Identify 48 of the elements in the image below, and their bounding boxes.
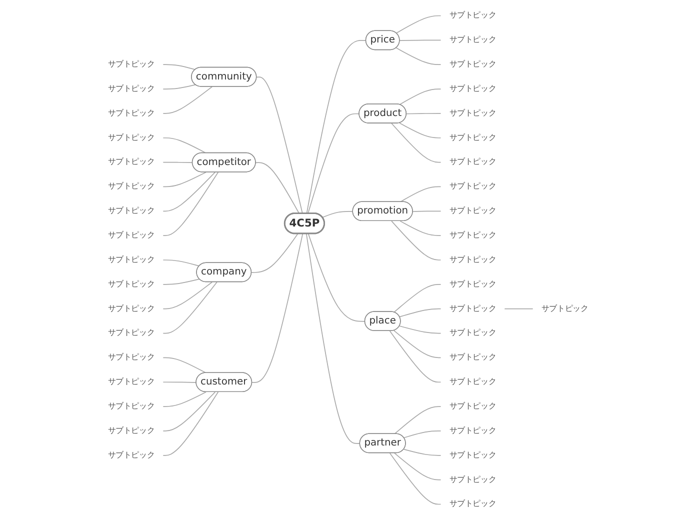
connector: [256, 76, 303, 214]
connector: [412, 210, 442, 212]
connector: [162, 172, 216, 212]
connector: [396, 48, 442, 66]
connector: [306, 233, 360, 444]
connector: [403, 448, 442, 456]
connector: [403, 430, 442, 438]
connector: [391, 122, 442, 163]
connector: [394, 452, 442, 480]
connector: [400, 186, 442, 202]
connector: [308, 113, 360, 214]
connector: [251, 233, 298, 273]
connector: [394, 406, 442, 434]
connector: [308, 233, 366, 322]
connector: [252, 233, 304, 383]
connector: [399, 122, 442, 138]
connector: [389, 452, 442, 505]
connector: [162, 392, 216, 432]
connector: [162, 260, 200, 266]
connector: [394, 284, 442, 313]
connector: [162, 172, 219, 236]
connector: [394, 330, 442, 358]
connector: [162, 357, 206, 374]
connector: [391, 220, 442, 260]
connector: [162, 162, 194, 164]
connector: [162, 278, 200, 285]
connector: [406, 113, 442, 114]
connector: [399, 308, 442, 318]
connector: [322, 210, 354, 218]
connector: [255, 162, 300, 214]
connector: [400, 220, 442, 236]
connector: [399, 40, 442, 41]
connector: [396, 15, 442, 34]
connector: [162, 172, 206, 188]
connector: [162, 64, 196, 70]
connector: [162, 137, 206, 154]
connector: [162, 282, 218, 334]
connector: [504, 308, 534, 310]
connector: [162, 282, 212, 310]
connector: [162, 382, 197, 383]
connector: [389, 330, 442, 383]
connector: [162, 84, 196, 90]
connector: [162, 392, 219, 456]
connector: [399, 88, 442, 106]
connector: [399, 326, 442, 334]
connector: [306, 40, 367, 214]
connector: [162, 392, 206, 407]
connector: [162, 86, 212, 114]
